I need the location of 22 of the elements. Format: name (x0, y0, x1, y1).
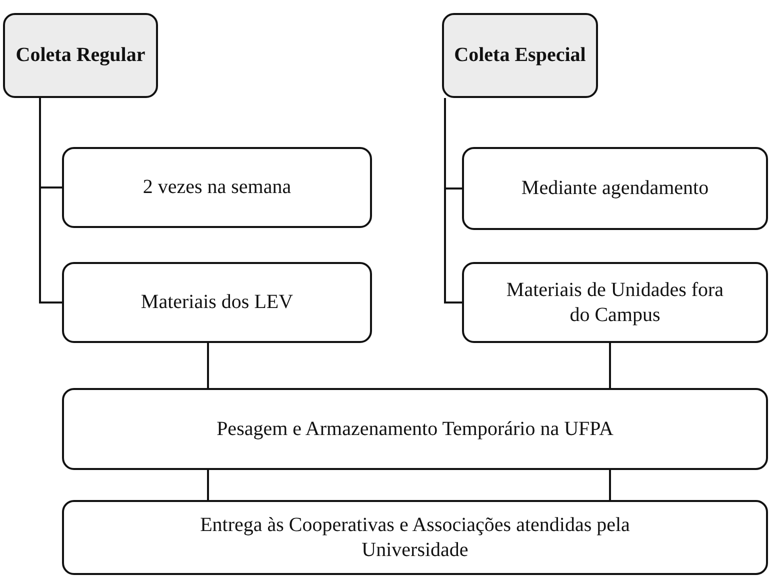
box-text: Pesagem e Armazenamento Temporário na UFPA (216, 416, 614, 442)
connector-line (207, 470, 209, 500)
connector-line (39, 98, 62, 304)
box-text: 2 vezes na semana (142, 175, 292, 200)
process-box (462, 262, 768, 343)
connector-line (609, 343, 611, 388)
process-box (462, 147, 768, 230)
process-box (62, 500, 768, 575)
box-text: Mediante agendamento (520, 176, 710, 201)
header-box (3, 13, 158, 98)
header-box (442, 13, 598, 98)
process-box (62, 147, 372, 228)
box-text: Entrega às Cooperativas e Associações atendidas pela Universidade (199, 512, 631, 562)
connector-line (207, 343, 209, 388)
box-text: Coleta Regular (14, 43, 146, 68)
connector-line (444, 98, 462, 304)
connector-line (609, 470, 611, 500)
box-text: Materiais de Unidades fora do Campus (505, 278, 725, 328)
box-text: Coleta Especial (453, 43, 587, 68)
box-text: Materiais dos LEV (140, 290, 294, 315)
process-box (62, 388, 768, 470)
process-box (62, 262, 372, 343)
